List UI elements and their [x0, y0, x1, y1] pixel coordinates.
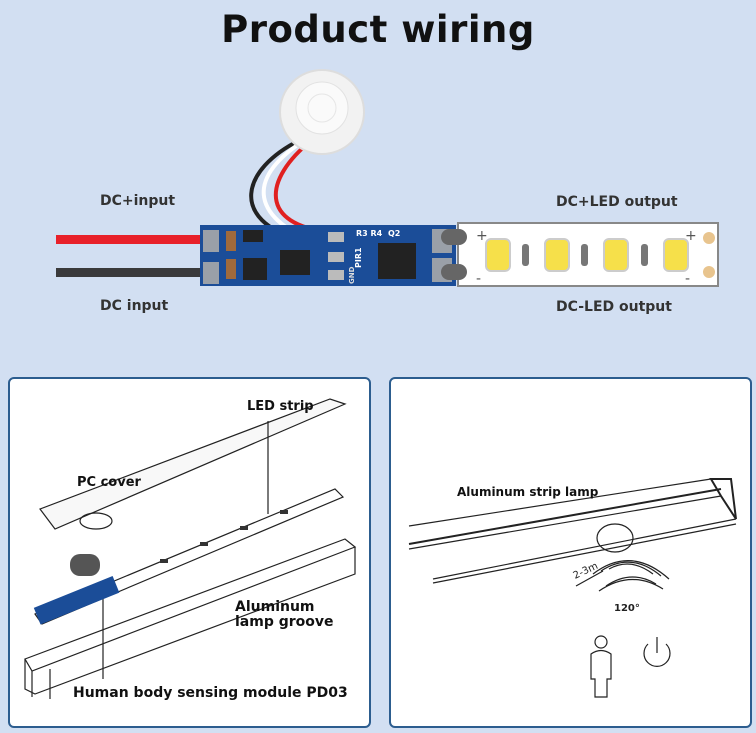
strip-plus-left: +	[476, 228, 488, 244]
person-icon	[590, 635, 612, 698]
label-aluminum-groove: Aluminum lamp groove	[235, 600, 334, 630]
svg-text:+: +	[685, 228, 697, 244]
pir-sensor-icon	[279, 69, 365, 155]
label-dc-plus-led-output: DC+LED output	[556, 194, 678, 210]
label-distance: 2-3m	[572, 561, 600, 582]
pcb-label-q2: Q2	[388, 229, 400, 238]
strip-minus-left: -	[476, 271, 481, 287]
wire-black	[56, 268, 204, 277]
label-led-strip: LED strip	[247, 399, 314, 414]
led-chip	[544, 238, 570, 272]
sensor-module	[33, 575, 120, 625]
led-strip: + - + -	[441, 222, 719, 287]
pcb-label-pir1: PIR1	[354, 247, 363, 268]
svg-text:-: -	[685, 271, 690, 287]
label-aluminum-groove-line1: Aluminum	[235, 599, 315, 615]
pc-cover	[39, 398, 347, 530]
exploded-view-drawing	[24, 398, 357, 699]
pcb-board: R3 R4 Q2 PIR1 GND	[200, 225, 456, 286]
led-chip	[485, 238, 511, 272]
wiring-diagram: R3 R4 Q2 PIR1 GND + - + -	[56, 69, 719, 287]
label-dc-plus-input: DC+input	[100, 193, 176, 209]
pcb-label-r3r4: R3 R4	[356, 229, 383, 238]
assembly-panel: LED strip PC cover Aluminum lamp groove …	[8, 377, 371, 728]
profile-end	[709, 478, 737, 520]
page-title: Product wiring	[221, 8, 535, 51]
sensor-dome	[70, 554, 100, 576]
led-chip	[603, 238, 629, 272]
detection-waves-icon	[592, 560, 670, 592]
label-dc-minus-led-output: DC-LED output	[556, 299, 672, 315]
label-strip-lamp: Aluminum strip lamp	[457, 485, 599, 499]
sensor-window	[596, 523, 634, 553]
usage-panel: 2-3m 120° Aluminum strip lamp	[389, 377, 752, 728]
strip-lamp-drawing: 2-3m 120°	[408, 478, 737, 698]
pcb-label-gnd: GND	[348, 266, 356, 284]
label-dc-input: DC input	[100, 298, 169, 314]
led-chip	[663, 238, 689, 272]
label-angle: 120°	[614, 603, 640, 614]
power-icon	[643, 637, 671, 667]
label-aluminum-groove-line2: lamp groove	[235, 614, 334, 630]
wire-red	[56, 235, 204, 244]
label-pc-cover: PC cover	[77, 475, 141, 490]
label-module: Human body sensing module PD03	[73, 685, 348, 701]
